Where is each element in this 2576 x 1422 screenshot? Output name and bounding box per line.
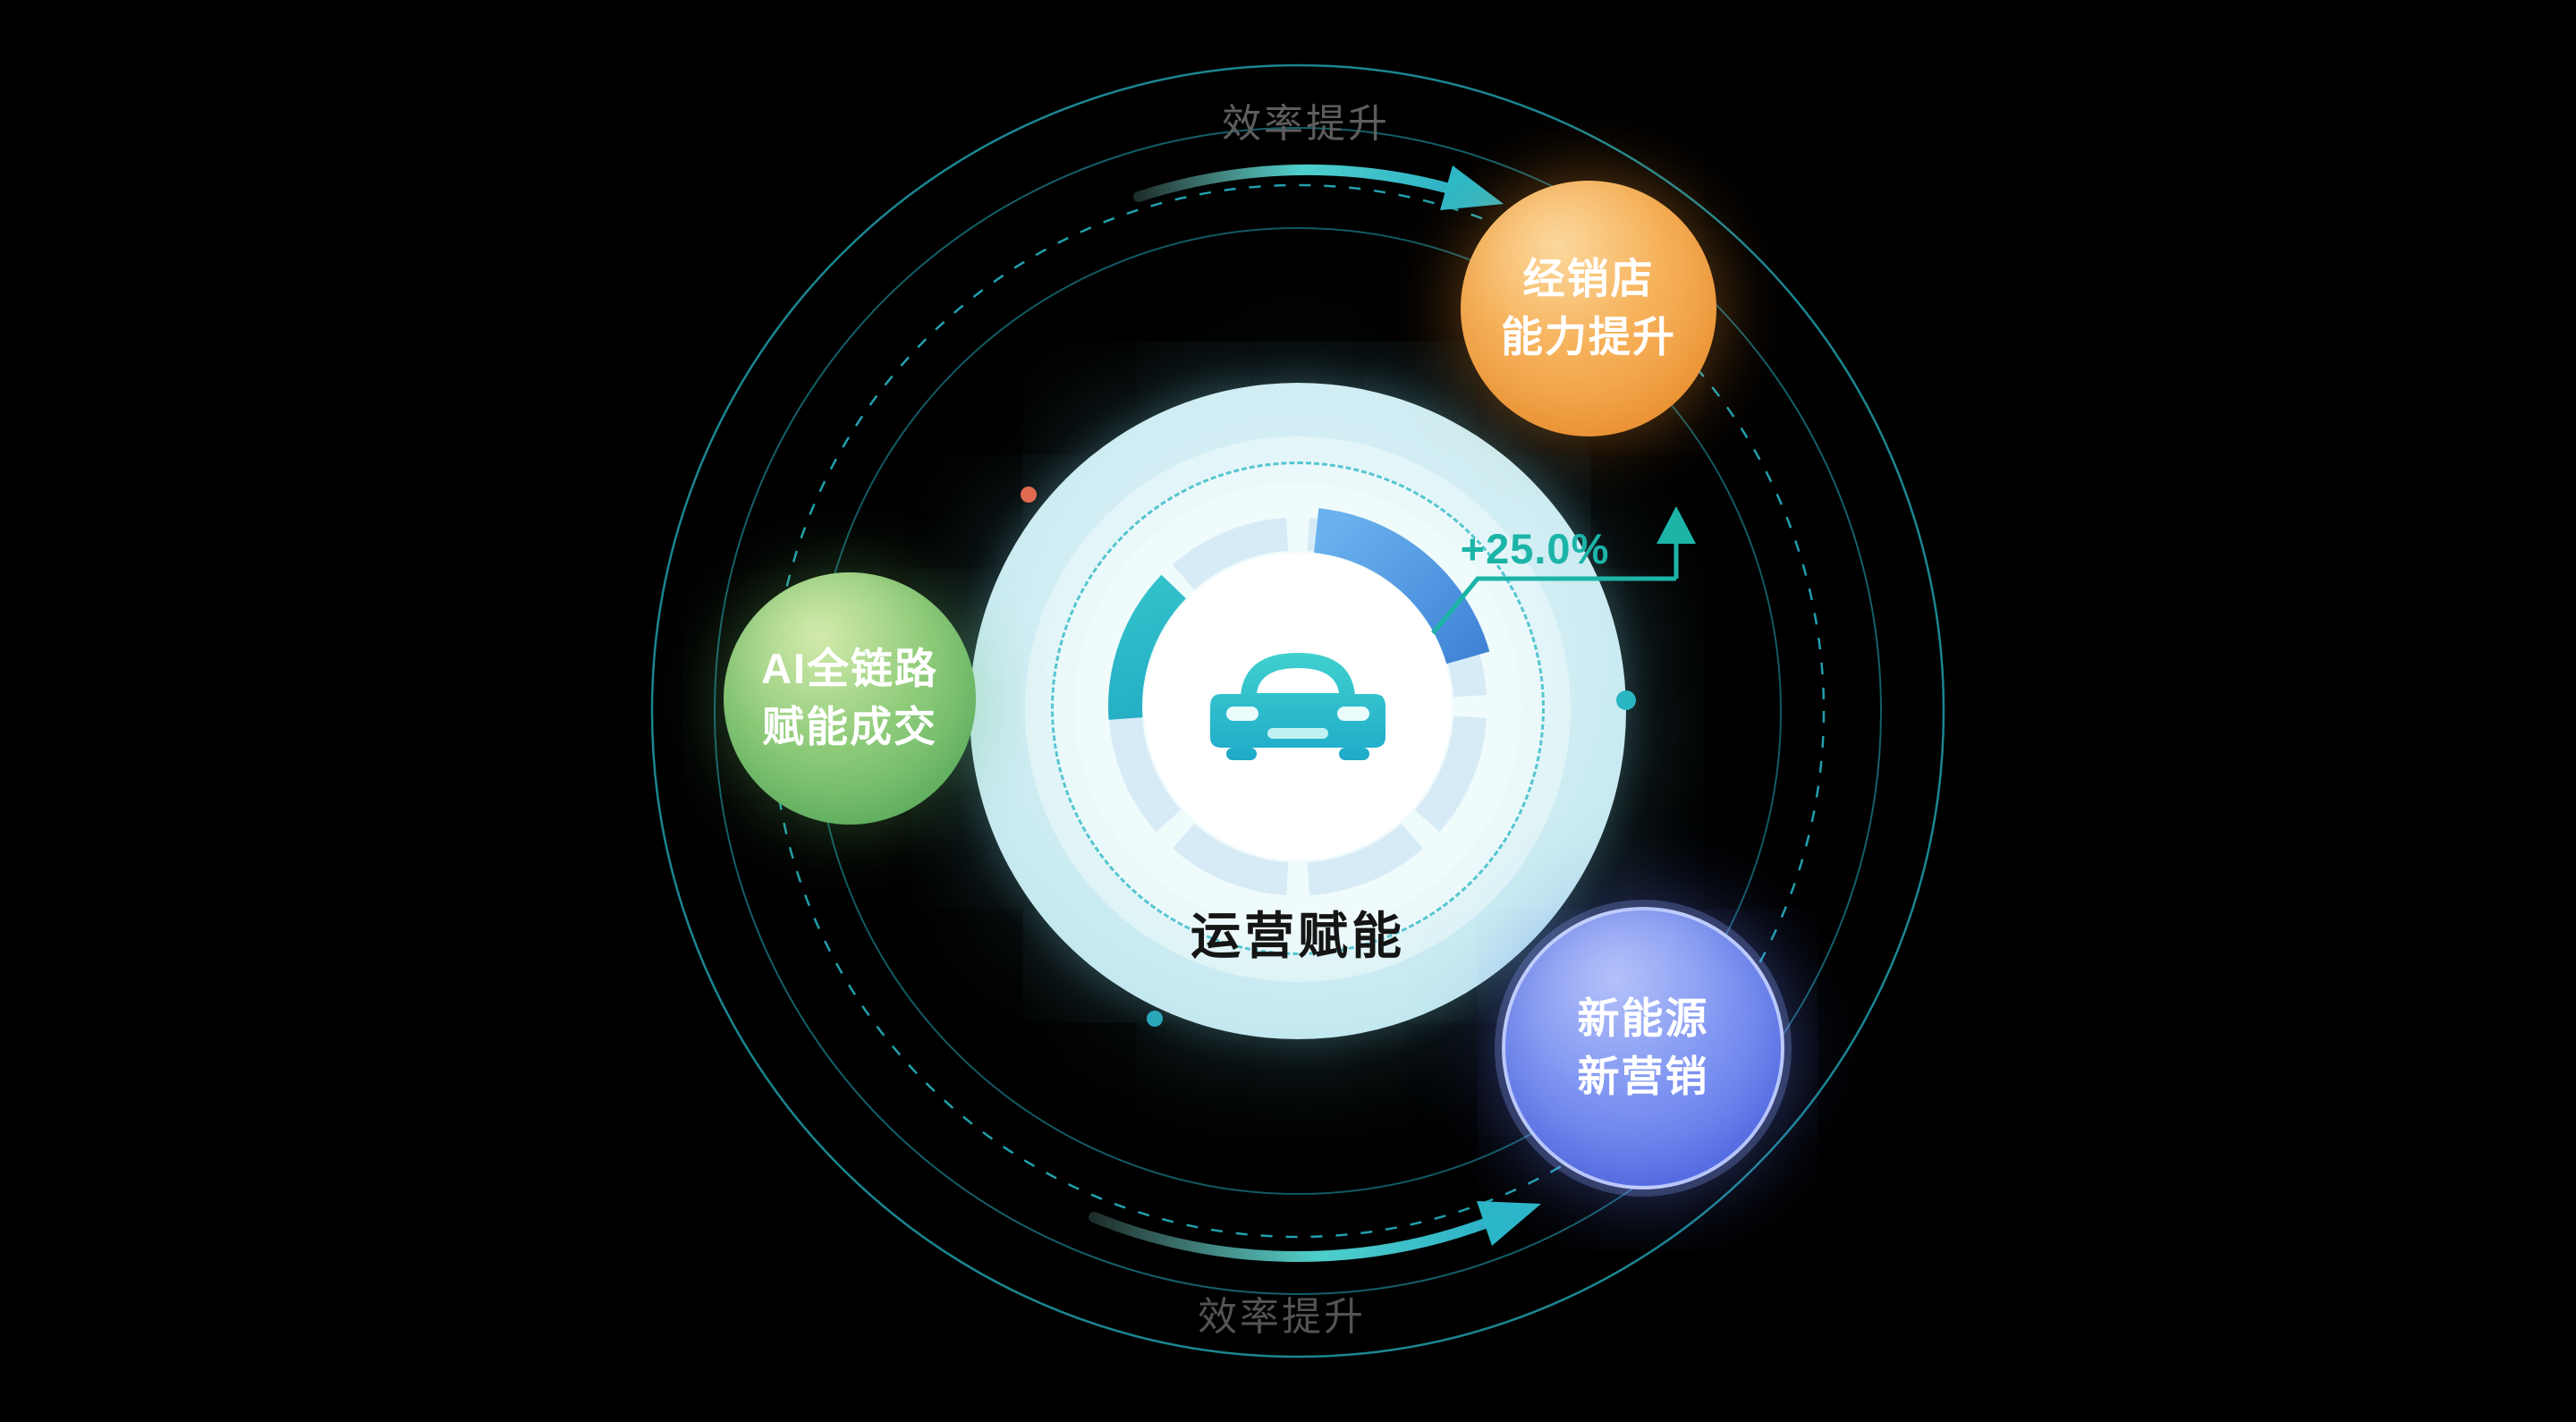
ai-bubble-line1: AI全链路 <box>761 645 938 693</box>
efficiency-label-top: 效率提升 <box>1222 102 1390 146</box>
dealer-capability-bubble: 经销店 能力提升 <box>1461 181 1716 436</box>
metric-label: +25.0% <box>1460 525 1610 572</box>
new-energy-marketing-bubble: 新能源 新营销 <box>1502 907 1784 1189</box>
orbit-circle-outer <box>650 63 1945 1359</box>
efficiency-arrow-top-icon <box>1133 164 1452 202</box>
dealer-bubble-line2: 能力提升 <box>1501 313 1676 360</box>
nev-bubble-line1: 新能源 <box>1577 995 1709 1043</box>
dealer-bubble-line1: 经销店 <box>1522 255 1655 303</box>
efficiency-arrow-bottom-icon <box>1089 1212 1490 1262</box>
ai-fullchain-bubble: AI全链路 赋能成交 <box>724 572 976 825</box>
gauge-teal-arc <box>1108 574 1187 720</box>
efficiency-label-bottom: 效率提升 <box>1198 1295 1366 1339</box>
center-label: 运营赋能 <box>1191 908 1405 964</box>
efficiency-arrowhead-bottom-icon <box>1477 1201 1541 1246</box>
efficiency-arrowhead-top-icon <box>1440 165 1504 210</box>
orbit-circle-dashed <box>770 183 1826 1239</box>
orbit-circle-second <box>714 127 1882 1295</box>
nev-bubble-line2: 新营销 <box>1577 1053 1709 1100</box>
ai-bubble-line2: 赋能成交 <box>762 703 937 750</box>
car-icon <box>1210 653 1385 760</box>
